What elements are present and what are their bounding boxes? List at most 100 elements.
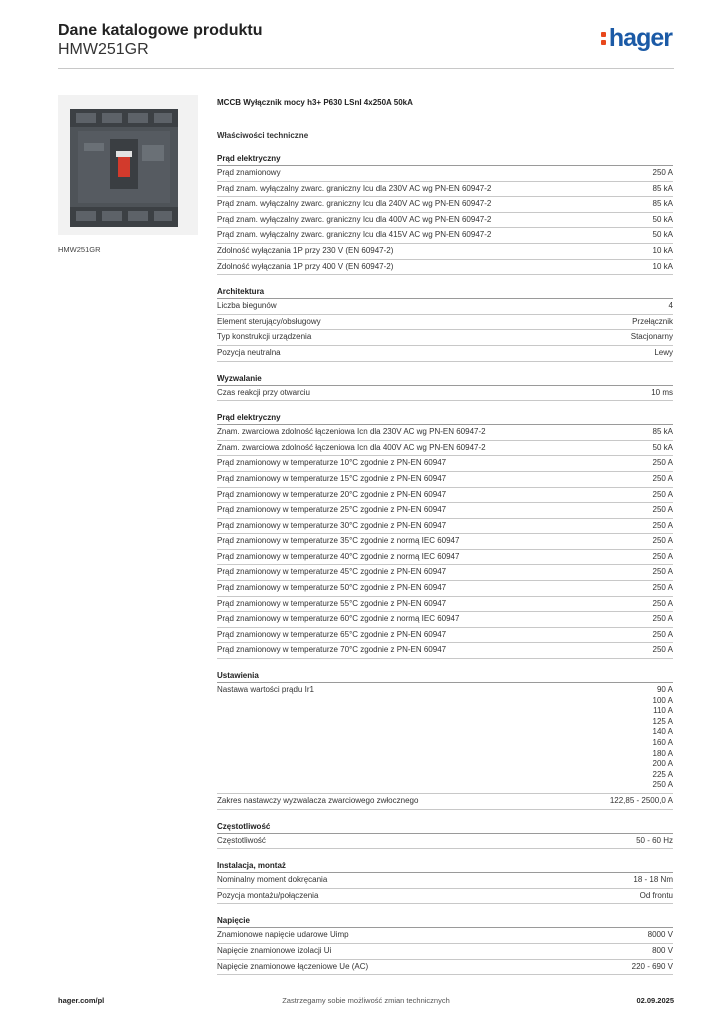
spec-label: Prąd znam. wyłączalny zwarc. graniczny I… — [217, 183, 492, 193]
spec-value: 250 A — [652, 505, 673, 515]
spec-label: Prąd znamionowy w temperaturze 45°C zgod… — [217, 567, 447, 577]
spec-label: Napięcie znamionowe izolacji Ui — [217, 945, 332, 955]
spec-value: Przełącznik — [632, 316, 673, 326]
spec-value-item: 200 A — [652, 759, 673, 769]
spec-label: Element sterujący/obsługowy — [217, 316, 321, 326]
spec-row: Prąd znamionowy w temperaturze 10°C zgod… — [217, 456, 673, 472]
spec-label: Częstotliwość — [217, 835, 266, 845]
spec-label: Prąd znamionowy w temperaturze 65°C zgod… — [217, 629, 447, 639]
spec-label: Znamionowe napięcie udarowe Uimp — [217, 930, 349, 940]
spec-value-item: 125 A — [652, 716, 673, 726]
spec-value: 220 - 690 V — [631, 961, 673, 971]
spec-value: 50 kA — [652, 442, 673, 452]
section-title: Napięcie — [217, 915, 673, 929]
spec-value: 50 kA — [652, 214, 673, 224]
spec-label: Prąd znam. wyłączalny zwarc. graniczny I… — [217, 230, 492, 240]
spec-label: Zdolność wyłączania 1P przy 400 V (EN 60… — [217, 261, 394, 271]
spec-row: Znam. zwarciowa zdolność łączeniowa Icn … — [217, 425, 673, 441]
logo-text: hager — [608, 24, 673, 52]
section-title: Ustawienia — [217, 670, 673, 684]
section-title: Instalacja, montaż — [217, 860, 673, 874]
spec-value-item: 160 A — [652, 738, 673, 747]
spec-label: Prąd znam. wyłączalny zwarc. graniczny I… — [217, 214, 492, 224]
spec-value: 10 kA — [652, 245, 673, 255]
spec-row: Nominalny moment dokręcania 18 - 18 Nm — [217, 873, 673, 889]
spec-row: Napięcie znamionowe izolacji Ui 800 V — [217, 944, 673, 960]
spec-label: Prąd znamionowy w temperaturze 35°C zgod… — [217, 536, 460, 546]
spec-value: 10 kA — [652, 261, 673, 271]
spec-value: 250 A — [652, 598, 673, 608]
spec-value: Stacjonarny — [630, 332, 673, 342]
spec-row: Prąd znamionowy w temperaturze 70°C zgod… — [217, 643, 673, 660]
spec-value: 250 A — [652, 473, 673, 483]
spec-row: Prąd znam. wyłączalny zwarc. graniczny I… — [217, 228, 673, 244]
spec-row: Element sterujący/obsługowy Przełącznik — [217, 315, 673, 331]
spec-label: Nastawa wartości prądu Ir1 — [217, 685, 314, 695]
spec-value: 85 kA — [652, 183, 673, 193]
footer-disclaimer: Zastrzegamy sobie możliwość zmian techni… — [282, 996, 450, 1005]
spec-value: 250 A — [652, 645, 673, 655]
spec-row: Prąd znamionowy w temperaturze 60°C zgod… — [217, 612, 673, 628]
spec-row: Zdolność wyłączania 1P przy 230 V (EN 60… — [217, 244, 673, 260]
spec-value: 250 A — [652, 567, 673, 577]
spec-label: Prąd znamionowy w temperaturze 30°C zgod… — [217, 520, 447, 530]
spec-value: 18 - 18 Nm — [633, 875, 673, 885]
spec-value: 800 V — [652, 945, 673, 955]
section-title: Prąd elektryczny — [217, 153, 673, 166]
spec-value-item: 180 A — [652, 748, 673, 758]
spec-row: Napięcie znamionowe łączeniowe Ue (AC)22… — [217, 960, 673, 976]
spec-value-item: 250 A — [652, 780, 673, 790]
spec-row: Prąd znamionowy w temperaturze 50°C zgod… — [217, 581, 673, 597]
technical-data: MCCB Wyłącznik mocy h3+ P630 LSnI 4x250A… — [217, 97, 673, 976]
spec-label: Prąd znamionowy w temperaturze 20°C zgod… — [217, 489, 447, 499]
spec-label: Typ konstrukcji urządzenia — [217, 332, 312, 342]
spec-row: Zakres nastawczy wyzwalacza zwarciowego … — [217, 794, 673, 810]
spec-value-item: 140 A — [652, 727, 673, 737]
spec-value-item: 110 A — [653, 706, 673, 716]
spec-value: 250 A — [652, 536, 673, 546]
spec-value: 50 - 60 Hz — [636, 835, 673, 845]
spec-value: 250 A — [652, 629, 673, 639]
spec-row: Prąd znamionowy w temperaturze 65°C zgod… — [217, 628, 673, 644]
spec-label: Prąd znamionowy w temperaturze 50°C zgod… — [217, 583, 447, 593]
circuit-breaker-image — [58, 95, 198, 235]
spec-row: Prąd znamionowy w temperaturze 20°C zgod… — [217, 488, 673, 504]
spec-value: 122,85 - 2500,0 A — [609, 795, 673, 805]
page-header: Dane katalogowe produktu HMW251GR hager — [58, 20, 674, 69]
spec-label: Nominalny moment dokręcania — [217, 875, 328, 885]
spec-value: 250 A — [652, 489, 673, 499]
product-code: HMW251GR — [58, 41, 149, 58]
spec-value: Od frontu — [639, 890, 673, 900]
footer-date: 02.09.2025 — [636, 996, 674, 1005]
logo-dots-icon — [600, 28, 607, 48]
spec-label: Zakres nastawczy wyzwalacza zwarciowego … — [217, 795, 419, 805]
spec-value: 250 A — [652, 520, 673, 530]
spec-row: Częstotliwość 50 - 60 Hz — [217, 834, 673, 850]
spec-value: 250 A — [652, 583, 673, 593]
spec-label: Prąd znamionowy — [217, 168, 281, 177]
spec-label: Prąd znamionowy w temperaturze 10°C zgod… — [217, 458, 447, 468]
spec-label: Czas reakcji przy otwarciu — [217, 387, 310, 397]
product-image — [58, 95, 198, 235]
hager-logo: hager — [600, 24, 673, 53]
spec-value: 50 kA — [652, 230, 673, 240]
spec-label: Prąd znamionowy w temperaturze 25°C zgod… — [217, 505, 447, 515]
spec-label: Prąd znam. wyłączalny zwarc. graniczny I… — [217, 199, 492, 209]
spec-row: Prąd znamionowy w temperaturze 30°C zgod… — [217, 519, 673, 535]
spec-value: Lewy — [654, 347, 673, 357]
spec-label: Prąd znamionowy w temperaturze 70°C zgod… — [217, 645, 447, 655]
section-title: Częstotliwość — [217, 821, 673, 834]
spec-row: Prąd znamionowy w temperaturze 55°C zgod… — [217, 597, 673, 613]
spec-row: Prąd znamionowy w temperaturze 15°C zgod… — [217, 472, 673, 488]
section-title: Prąd elektryczny — [217, 412, 673, 426]
